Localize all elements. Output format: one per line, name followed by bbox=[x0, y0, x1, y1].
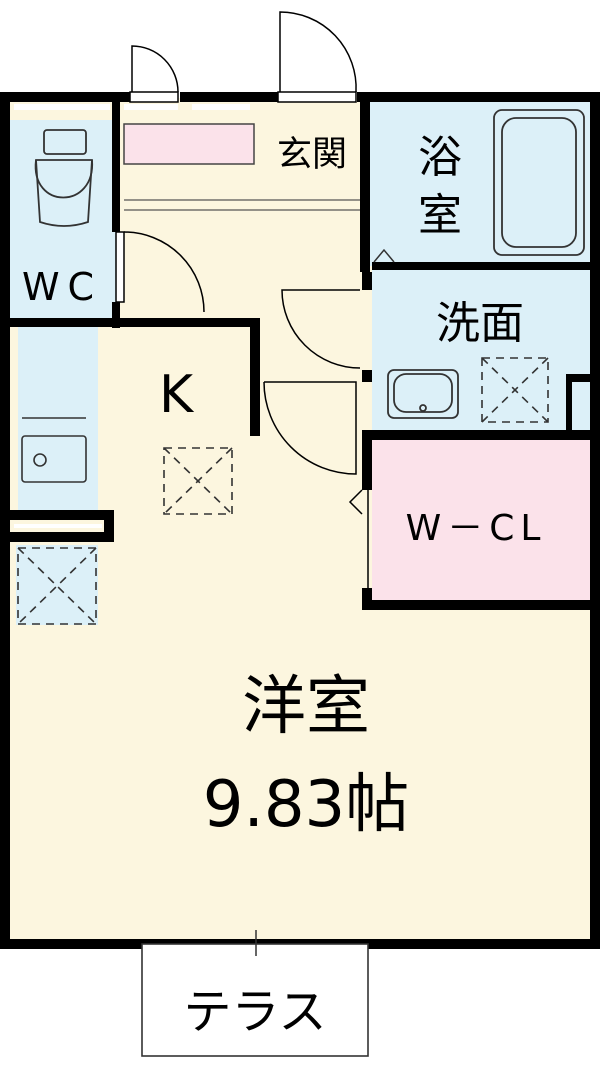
wcl-floor bbox=[372, 440, 590, 603]
label-bath-1: 浴 bbox=[418, 132, 462, 183]
bath-floor bbox=[368, 98, 590, 266]
label-kitchen: K bbox=[159, 365, 195, 425]
fridge-area bbox=[16, 545, 98, 625]
door-swings bbox=[115, 11, 369, 588]
label-wc: WC bbox=[22, 265, 102, 309]
vent-marker-kitchen bbox=[163, 447, 233, 515]
label-yoshitsu-size: 9.83帖 bbox=[203, 768, 410, 842]
label-bath-2: 室 bbox=[418, 190, 462, 241]
label-genkan: 玄関 bbox=[277, 135, 347, 175]
fridge-marker bbox=[17, 547, 97, 625]
stove-icon bbox=[21, 417, 87, 483]
label-wcl: W－CL bbox=[406, 508, 547, 549]
label-terrace: テラス bbox=[183, 984, 326, 1040]
toilet-icon bbox=[34, 129, 93, 227]
senmen-floor bbox=[372, 268, 590, 436]
bathtub-icon bbox=[493, 109, 585, 256]
vent-marker-wash bbox=[481, 357, 549, 423]
wash-basin-icon bbox=[387, 369, 459, 419]
genkan-shoe-box bbox=[123, 123, 255, 165]
terrace-box bbox=[141, 943, 369, 1057]
label-senmen: 洗面 bbox=[436, 298, 524, 349]
label-yoshitsu: 洋室 bbox=[242, 670, 370, 744]
bath-step bbox=[373, 248, 395, 263]
top-windows bbox=[14, 104, 250, 528]
